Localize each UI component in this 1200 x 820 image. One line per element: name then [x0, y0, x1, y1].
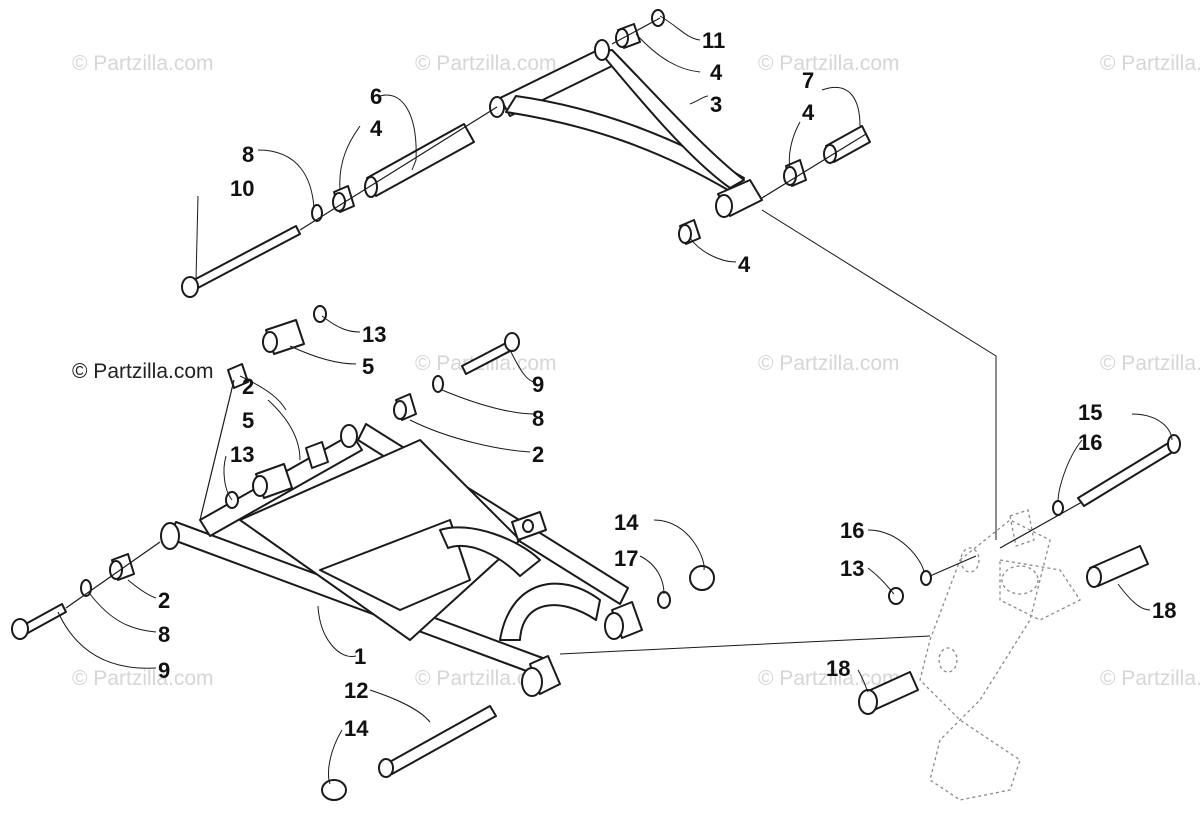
assembly-lines — [559, 209, 997, 655]
watermark-visible: © Partzilla.com — [72, 360, 214, 383]
callout-14: 14 — [344, 716, 369, 741]
lower-hardware — [11, 305, 715, 801]
watermark: © Partzilla.com — [72, 52, 214, 75]
callout-13: 13 — [362, 322, 386, 347]
callout-17: 17 — [614, 546, 638, 571]
callout-2: 2 — [242, 374, 254, 399]
bushing-5 — [305, 441, 329, 469]
callout-2: 2 — [532, 442, 544, 467]
watermark: © Partzilla.com — [1100, 667, 1200, 690]
callout-16: 16 — [840, 518, 864, 543]
callout-3: 3 — [710, 92, 722, 117]
callout-8: 8 — [532, 406, 544, 431]
bolt-12 — [385, 705, 497, 775]
callout-9: 9 — [158, 658, 170, 683]
callout-9: 9 — [532, 372, 544, 397]
callout-15: 15 — [1078, 400, 1102, 425]
cap-13 — [313, 305, 327, 323]
callout-1: 1 — [354, 644, 366, 669]
callout-13: 13 — [230, 442, 254, 467]
spindle-knuckle — [858, 434, 1181, 801]
upper-hardware — [181, 9, 871, 298]
callout-11: 11 — [702, 28, 725, 53]
watermark: © Partzilla.com — [1100, 352, 1200, 375]
cap-11 — [651, 9, 665, 27]
callout-4: 4 — [710, 60, 723, 85]
callout-5: 5 — [242, 408, 254, 433]
spacer-17 — [657, 591, 671, 609]
callout-8: 8 — [242, 142, 254, 167]
callout-5: 5 — [362, 354, 374, 379]
callout-6: 6 — [370, 84, 382, 109]
cap-14 — [689, 565, 715, 591]
washer-8 — [311, 204, 323, 222]
callout-8: 8 — [158, 622, 170, 647]
upper-a-arm — [489, 39, 763, 218]
callout-labels: 11 4 3 6 4 8 10 7 4 4 13 5 9 8 2 2 5 13 … — [158, 28, 1176, 741]
callout-18: 18 — [826, 656, 850, 681]
sleeve-6 — [366, 123, 475, 197]
cap-14 — [321, 779, 347, 801]
bolt-10 — [189, 225, 301, 291]
callout-18: 18 — [1152, 598, 1176, 623]
watermark: © Partzilla.com — [72, 667, 214, 690]
callout-10: 10 — [230, 176, 254, 201]
callout-13: 13 — [840, 556, 864, 581]
watermark: © Partzilla.com — [758, 667, 900, 690]
callout-4: 4 — [802, 100, 815, 125]
callout-2: 2 — [158, 588, 170, 613]
watermark-layer: © Partzilla.com © Partzilla.com © Partzi… — [72, 52, 1200, 690]
callout-12: 12 — [344, 678, 368, 703]
watermark: © Partzilla.com — [758, 52, 900, 75]
washer-16 — [920, 570, 932, 586]
callout-4: 4 — [370, 116, 383, 141]
callout-4: 4 — [738, 252, 751, 277]
watermark: © Partzilla.com — [415, 52, 557, 75]
callout-7: 7 — [802, 68, 814, 93]
watermark: © Partzilla.com — [1100, 52, 1200, 75]
callout-14: 14 — [614, 510, 639, 535]
washer-8 — [432, 375, 444, 393]
watermark: © Partzilla.com — [758, 352, 900, 375]
callout-16: 16 — [1078, 430, 1102, 455]
callout-leaders — [57, 15, 1173, 785]
